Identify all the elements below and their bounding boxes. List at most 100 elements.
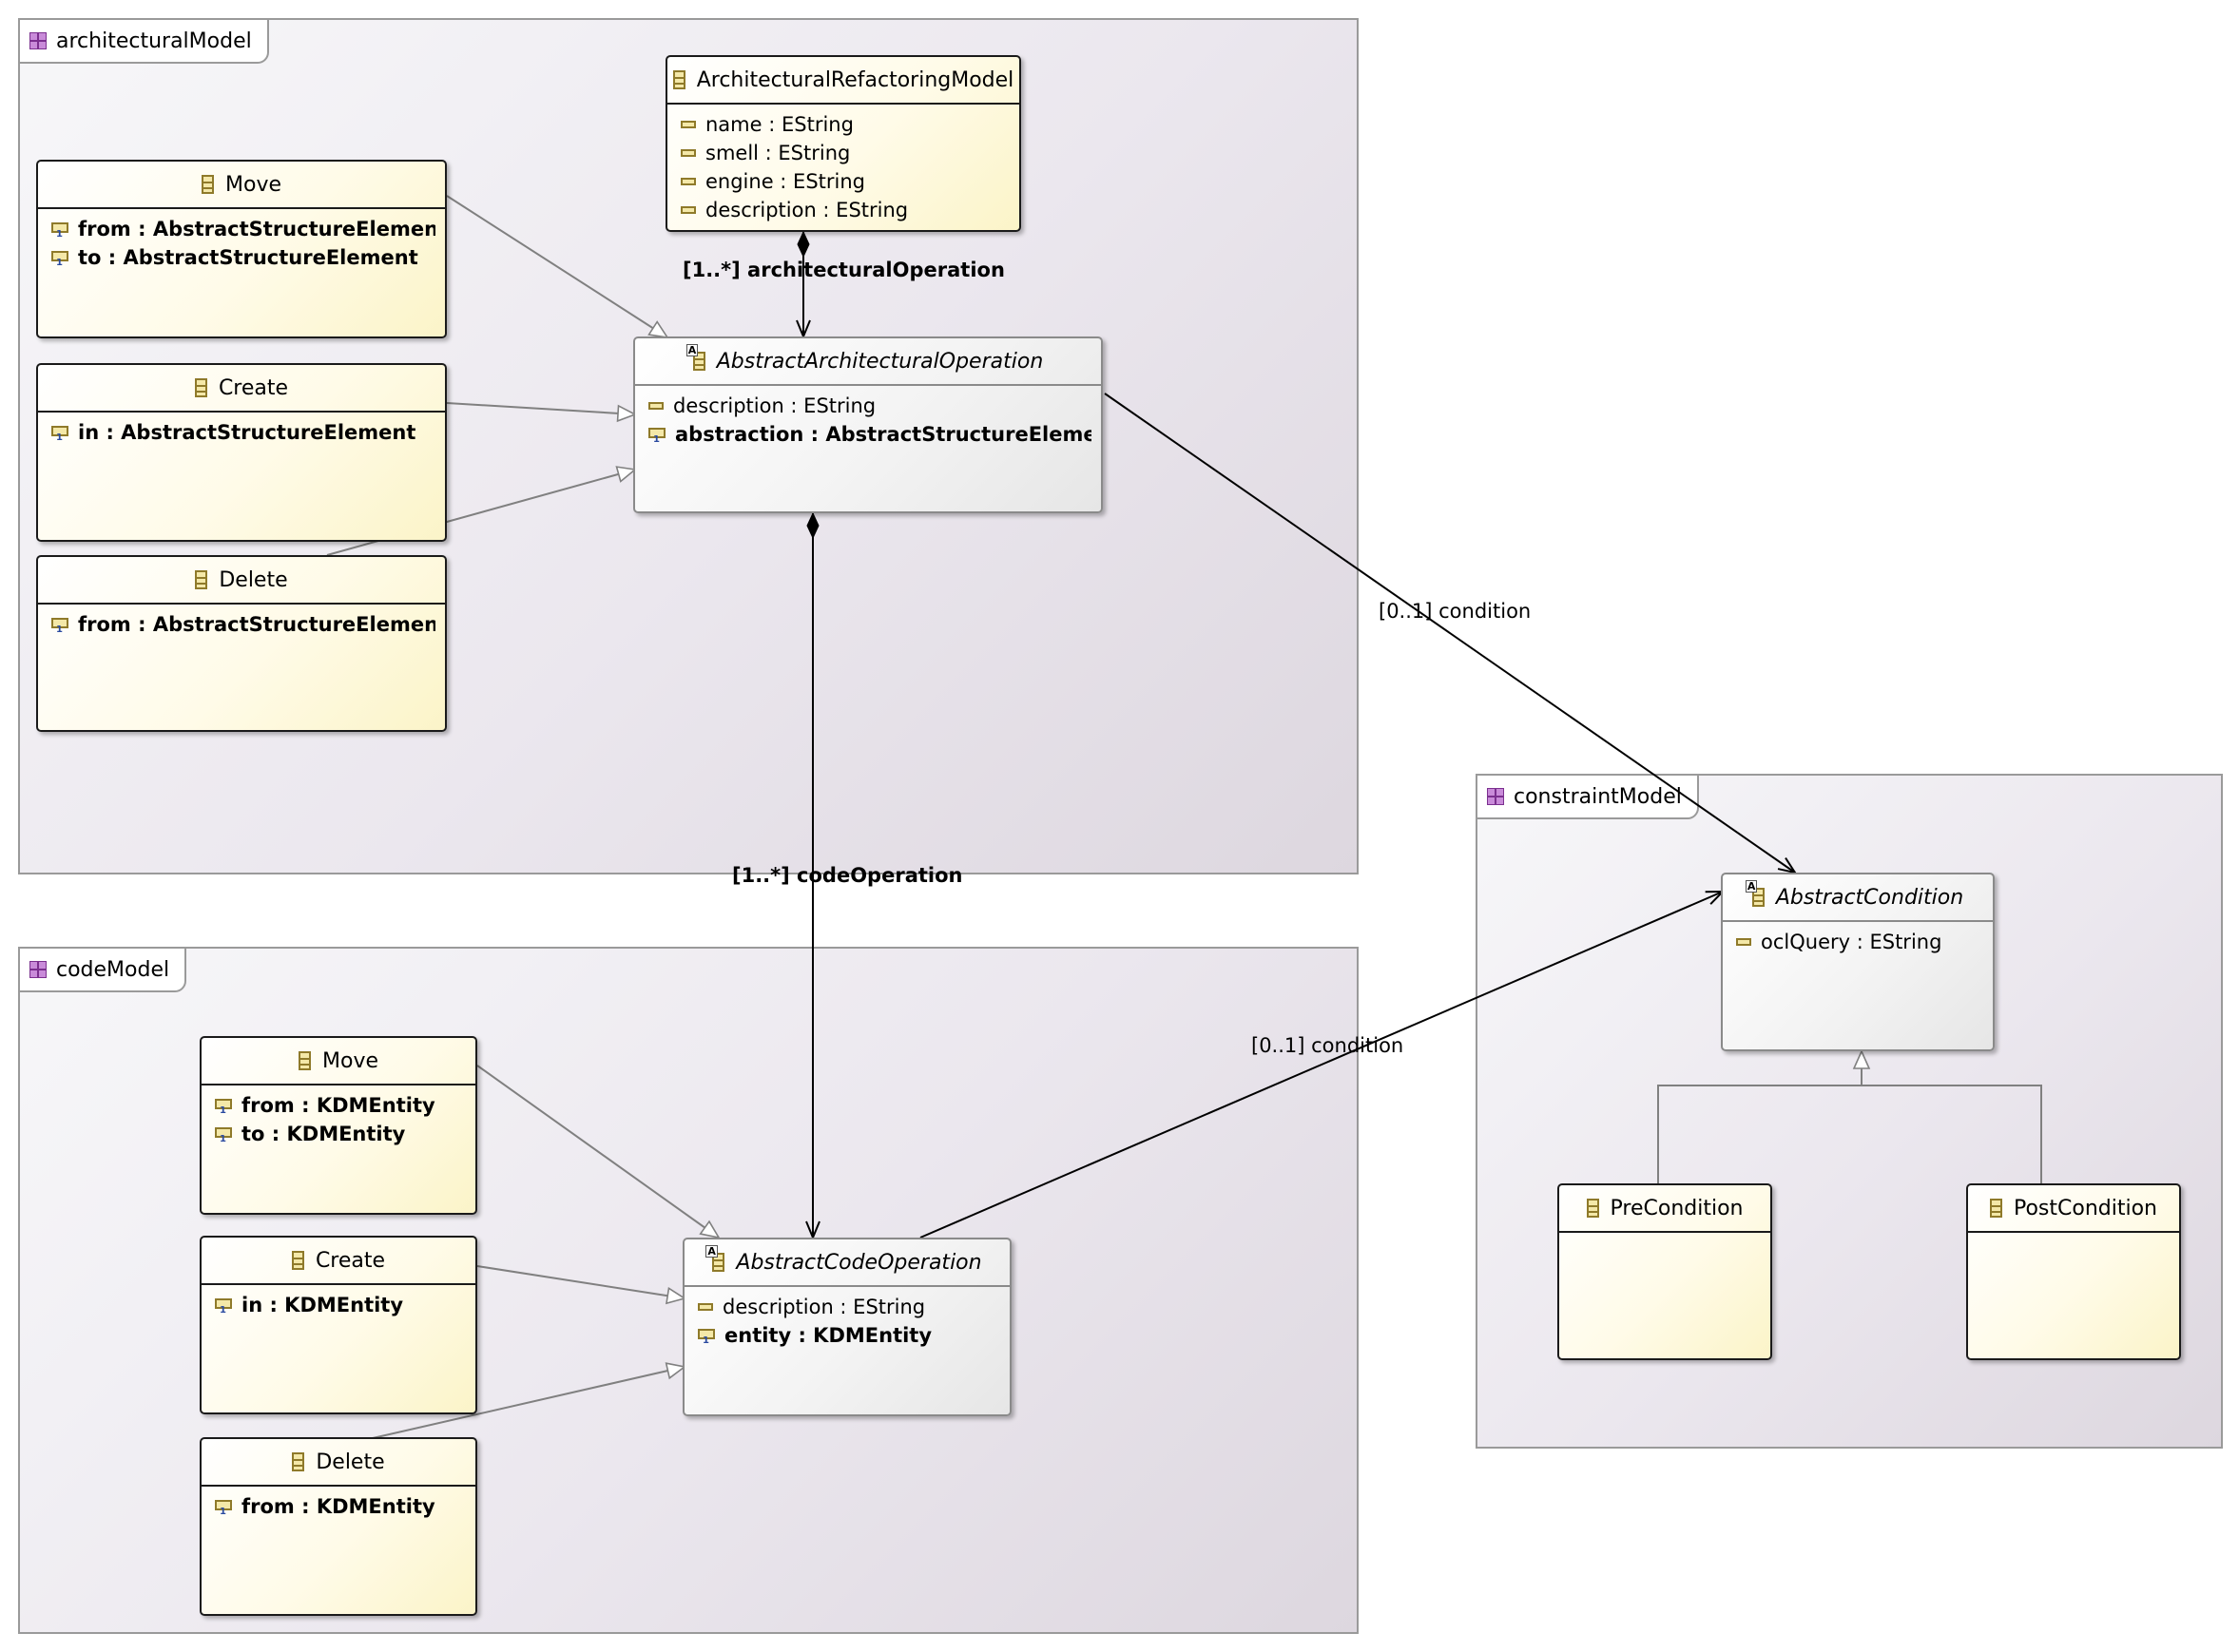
eclass-icon xyxy=(202,175,214,194)
class-header: AbstractCondition xyxy=(1723,874,1993,922)
reference-row[interactable]: from : AbstractStructureElement xyxy=(51,215,435,243)
class-name: AbstractCondition xyxy=(1775,885,1964,910)
reference-row[interactable]: entity : KDMEntity xyxy=(698,1321,1000,1350)
class-pre-condition[interactable]: PreCondition xyxy=(1557,1183,1772,1360)
class-header: AbstractArchitecturalOperation xyxy=(635,338,1101,386)
class-name: Move xyxy=(225,172,281,197)
attribute-label: smell : EString xyxy=(705,142,851,164)
reference-icon xyxy=(51,249,68,268)
reference-icon xyxy=(215,1125,232,1144)
attribute-icon xyxy=(1736,938,1751,946)
class-header: Move xyxy=(38,162,445,209)
package-icon xyxy=(29,32,47,49)
class-header: AbstractCodeOperation xyxy=(685,1239,1010,1287)
package-tab: codeModel xyxy=(20,949,187,992)
attribute-row[interactable]: description : EString xyxy=(648,392,1091,420)
eclass-icon xyxy=(299,1051,311,1070)
attribute-icon xyxy=(698,1303,713,1311)
attribute-row[interactable]: description : EString xyxy=(698,1293,1000,1321)
attribute-row[interactable]: smell : EString xyxy=(681,139,1010,167)
class-arch-delete[interactable]: Delete from : AbstractStructureElement xyxy=(36,555,447,732)
class-header: Delete xyxy=(38,557,445,605)
package-name: codeModel xyxy=(56,957,170,982)
attribute-icon xyxy=(648,402,664,410)
reference-label: to : AbstractStructureElement xyxy=(78,246,418,269)
attribute-icon xyxy=(681,206,696,214)
abstract-eclass-icon xyxy=(1745,880,1765,907)
reference-row[interactable]: to : KDMEntity xyxy=(215,1120,466,1148)
class-header: Delete xyxy=(202,1439,475,1487)
package-name: constraintModel xyxy=(1514,784,1682,809)
reference-label: from : AbstractStructureElement xyxy=(78,218,435,240)
package-tab: constraintModel xyxy=(1477,776,1699,819)
class-header: Move xyxy=(202,1038,475,1085)
reference-label: in : AbstractStructureElement xyxy=(78,421,416,444)
class-post-condition[interactable]: PostCondition xyxy=(1966,1183,2181,1360)
class-name: ArchitecturalRefactoringModel xyxy=(696,67,1014,92)
class-name: PostCondition xyxy=(2013,1196,2157,1220)
class-header: ArchitecturalRefactoringModel xyxy=(667,57,1019,105)
class-header: PostCondition xyxy=(1968,1185,2179,1233)
attribute-row[interactable]: description : EString xyxy=(681,196,1010,224)
reference-icon xyxy=(698,1327,715,1346)
reference-icon xyxy=(648,426,666,445)
reference-icon xyxy=(215,1498,232,1517)
reference-label: to : KDMEntity xyxy=(241,1123,406,1145)
eclass-icon xyxy=(672,70,685,89)
reference-row[interactable]: to : AbstractStructureElement xyxy=(51,243,435,272)
reference-row[interactable]: in : KDMEntity xyxy=(215,1291,466,1319)
class-name: PreCondition xyxy=(1610,1196,1744,1220)
label-code-operation: [1..*] codeOperation xyxy=(732,864,963,887)
class-abstract-condition[interactable]: AbstractCondition oclQuery : EString xyxy=(1721,873,1995,1051)
class-code-create[interactable]: Create in : KDMEntity xyxy=(200,1236,477,1414)
class-name: AbstractArchitecturalOperation xyxy=(716,349,1044,374)
reference-label: entity : KDMEntity xyxy=(724,1324,933,1347)
eclass-icon xyxy=(194,378,207,397)
class-name: Delete xyxy=(316,1450,385,1474)
reference-label: abstraction : AbstractStructureElement xyxy=(675,423,1091,446)
eclass-icon xyxy=(292,1452,305,1471)
class-code-delete[interactable]: Delete from : KDMEntity xyxy=(200,1437,477,1616)
package-icon xyxy=(29,961,47,978)
attribute-label: name : EString xyxy=(705,113,854,136)
reference-icon xyxy=(215,1097,232,1116)
reference-label: from : AbstractStructureElement xyxy=(78,613,435,636)
attribute-icon xyxy=(681,149,696,157)
eclass-icon xyxy=(1586,1199,1599,1218)
attribute-label: description : EString xyxy=(705,199,909,221)
class-arch-create[interactable]: Create in : AbstractStructureElement xyxy=(36,363,447,542)
attribute-row[interactable]: name : EString xyxy=(681,110,1010,139)
package-tab: architecturalModel xyxy=(20,20,269,64)
eclass-icon xyxy=(195,570,208,589)
class-header: Create xyxy=(38,365,445,413)
reference-label: from : KDMEntity xyxy=(241,1094,435,1117)
reference-row[interactable]: from : AbstractStructureElement xyxy=(51,610,435,639)
class-architectural-refactoring-model[interactable]: ArchitecturalRefactoringModel name : ESt… xyxy=(666,55,1021,232)
class-code-move[interactable]: Move from : KDMEntity to : KDMEntity xyxy=(200,1036,477,1215)
reference-icon xyxy=(51,616,68,635)
reference-row[interactable]: in : AbstractStructureElement xyxy=(51,418,435,447)
reference-icon xyxy=(51,221,68,240)
class-name: Create xyxy=(218,375,289,400)
label-code-condition: [0..1] condition xyxy=(1251,1034,1404,1057)
attribute-label: engine : EString xyxy=(705,170,865,193)
attribute-label: description : EString xyxy=(673,394,877,417)
class-arch-move[interactable]: Move from : AbstractStructureElement to … xyxy=(36,160,447,338)
class-abstract-architectural-operation[interactable]: AbstractArchitecturalOperation descripti… xyxy=(633,336,1103,513)
eclass-icon xyxy=(1989,1199,2002,1218)
attribute-icon xyxy=(681,178,696,185)
class-name: Delete xyxy=(219,567,288,592)
reference-row[interactable]: abstraction : AbstractStructureElement xyxy=(648,420,1091,449)
attribute-row[interactable]: oclQuery : EString xyxy=(1736,928,1983,956)
package-name: architecturalModel xyxy=(56,29,252,53)
reference-row[interactable]: from : KDMEntity xyxy=(215,1091,466,1120)
reference-icon xyxy=(215,1297,232,1316)
abstract-eclass-icon xyxy=(685,344,705,371)
attribute-row[interactable]: engine : EString xyxy=(681,167,1010,196)
abstract-eclass-icon xyxy=(705,1245,725,1272)
class-name: AbstractCodeOperation xyxy=(736,1250,982,1275)
class-header: Create xyxy=(202,1238,475,1285)
class-name: Move xyxy=(322,1048,378,1073)
reference-row[interactable]: from : KDMEntity xyxy=(215,1492,466,1521)
class-abstract-code-operation[interactable]: AbstractCodeOperation description : EStr… xyxy=(683,1238,1012,1416)
